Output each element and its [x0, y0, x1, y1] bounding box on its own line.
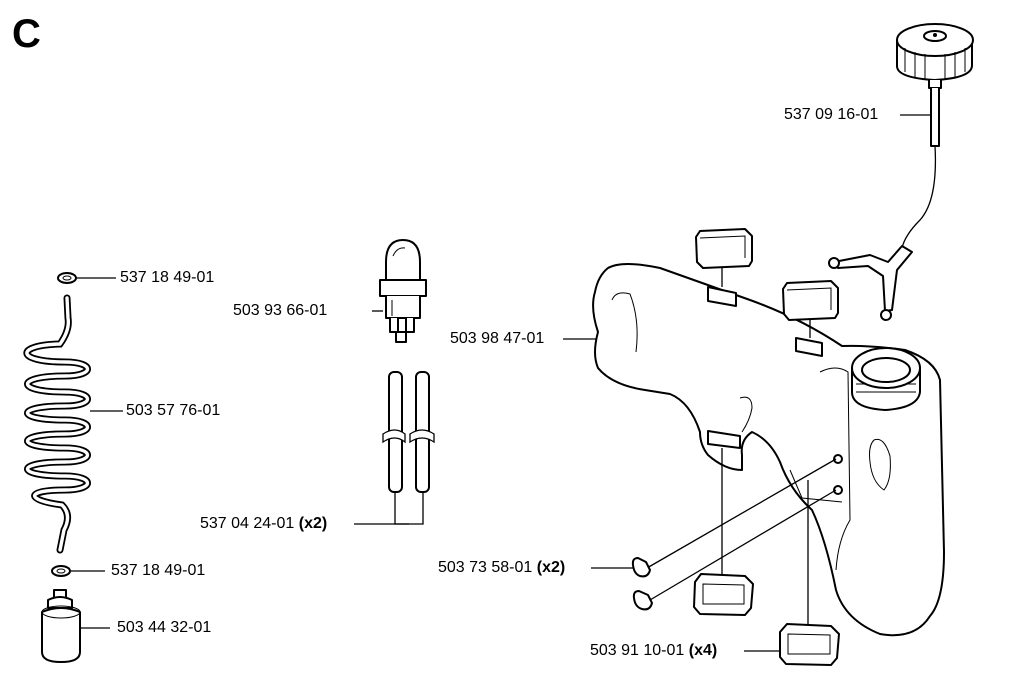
leader-lines	[71, 114, 931, 652]
part-label-primer-bulb: 503 93 66-01	[233, 302, 327, 320]
part-label-grommet-top: 537 18 49-01	[120, 269, 214, 287]
fuel-hose-drawing	[23, 294, 91, 554]
part-quantity: (x2)	[298, 515, 328, 532]
section-letter: C	[12, 12, 41, 56]
tank-cap-drawing	[828, 23, 974, 321]
vibration-damper-drawings	[693, 228, 840, 666]
part-number: 503 98 47-01	[450, 330, 545, 347]
part-number: 503 44 32-01	[117, 619, 212, 636]
part-label-vibration-damper: 503 91 10-01 (x4)	[590, 642, 717, 660]
part-label-tank-cap: 537 09 16-01	[784, 106, 878, 124]
part-number: 503 73 58-01	[438, 559, 533, 576]
part-label-fuel-tank: 503 98 47-01	[450, 330, 544, 348]
fuel-filter-drawing	[41, 589, 81, 663]
screw-drawings	[631, 458, 837, 611]
fuel-tank-drawing	[592, 263, 945, 637]
part-number: 503 93 66-01	[233, 302, 328, 319]
part-quantity: (x2)	[536, 559, 566, 576]
part-number: 537 09 16-01	[784, 106, 879, 123]
part-number: 537 18 49-01	[111, 562, 206, 579]
part-quantity: (x4)	[688, 642, 718, 659]
part-label-screw: 503 73 58-01 (x2)	[438, 559, 565, 577]
part-label-grommet-bottom: 537 18 49-01	[111, 562, 205, 580]
part-number: 537 04 24-01	[200, 515, 295, 532]
grommet-drawings	[51, 272, 77, 577]
part-label-fuel-filter: 503 44 32-01	[117, 619, 211, 637]
part-number: 537 18 49-01	[120, 269, 215, 286]
part-label-primer-hose: 537 04 24-01 (x2)	[200, 515, 327, 533]
part-number: 503 57 76-01	[126, 402, 221, 419]
primer-hose-drawing	[382, 371, 435, 525]
part-label-fuel-hose: 503 57 76-01	[126, 402, 220, 420]
primer-bulb-drawing	[379, 239, 427, 343]
part-number: 503 91 10-01	[590, 642, 685, 659]
